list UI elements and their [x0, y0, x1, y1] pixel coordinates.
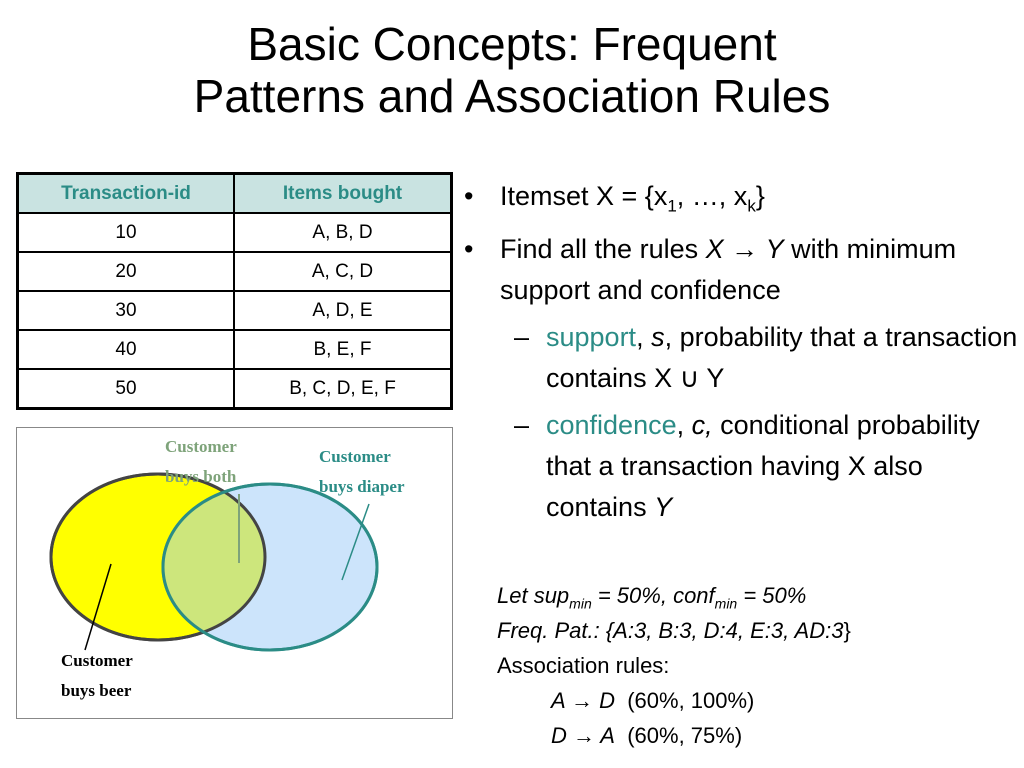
- beer-pointer: [84, 563, 112, 651]
- cell-items: A, C, D: [233, 251, 453, 292]
- header-transaction-id: Transaction-id: [16, 172, 235, 214]
- sub-bullet-confidence: – confidence, c, conditional probability…: [514, 410, 980, 522]
- cell-items: B, C, D, E, F: [233, 368, 453, 410]
- title-line-1: Basic Concepts: Frequent: [247, 18, 777, 70]
- diaper-pointer: [341, 503, 370, 581]
- example-rules: Let supmin = 50%, confmin = 50% Freq. Pa…: [497, 578, 851, 753]
- assoc-rules-heading: Association rules:: [497, 653, 670, 678]
- header-items-bought: Items bought: [233, 172, 453, 214]
- table-row: 20 A, C, D: [16, 251, 453, 292]
- cell-transaction-id: 30: [16, 290, 235, 331]
- overlap-region: [163, 484, 265, 640]
- cell-transaction-id: 20: [16, 251, 235, 292]
- cell-transaction-id: 40: [16, 329, 235, 370]
- term-confidence: confidence: [546, 410, 677, 440]
- sub-bullet-support: – support, s, probability that a transac…: [514, 322, 1018, 393]
- bullet-find-rules: • Find all the rules X → Y with minimum …: [462, 229, 1022, 528]
- table-row: 40 B, E, F: [16, 329, 453, 370]
- cell-items: A, D, E: [233, 290, 453, 331]
- venn-diagram: Customer buys both Customer buys diaper …: [16, 427, 453, 719]
- bullet-dot: •: [464, 234, 474, 264]
- table-row: 50 B, C, D, E, F: [16, 368, 453, 410]
- title-line-2: Patterns and Association Rules: [193, 70, 831, 122]
- diaper-ellipse-outline: [161, 482, 379, 652]
- term-support: support: [546, 322, 637, 352]
- freq-pat-line: Freq. Pat.: {A:3, B:3, D:4, E:3, AD:3}: [497, 618, 851, 643]
- label-customer-buys-beer: Customer buys beer: [61, 651, 133, 700]
- label-customer-buys-both: Customer buys both: [165, 437, 237, 486]
- table-header-row: Transaction-id Items bought: [16, 172, 453, 214]
- cell-items: B, E, F: [233, 329, 453, 370]
- cell-transaction-id: 10: [16, 212, 235, 253]
- table-row: 10 A, B, D: [16, 212, 453, 253]
- table-row: 30 A, D, E: [16, 290, 453, 331]
- slide-title: Basic Concepts: Frequent Patterns and As…: [0, 18, 1024, 122]
- rule-a-to-d: A → D (60%, 100%): [551, 688, 755, 713]
- cell-items: A, B, D: [233, 212, 453, 253]
- venn-svg: [49, 472, 379, 652]
- bullet-list: • Itemset X = {x1, …, xk} • Find all the…: [462, 176, 1022, 540]
- label-customer-buys-diaper: Customer buys diaper: [319, 447, 405, 496]
- transactions-table: Transaction-id Items bought 10 A, B, D 2…: [16, 172, 453, 410]
- bullet-dot: •: [464, 181, 474, 211]
- let-line: Let supmin = 50%, confmin = 50%: [497, 583, 807, 612]
- bullet-itemset: • Itemset X = {x1, …, xk}: [462, 176, 1022, 217]
- rule-d-to-a: D → A (60%, 75%): [551, 723, 743, 748]
- beer-ellipse-outline: [49, 472, 267, 642]
- cell-transaction-id: 50: [16, 368, 235, 410]
